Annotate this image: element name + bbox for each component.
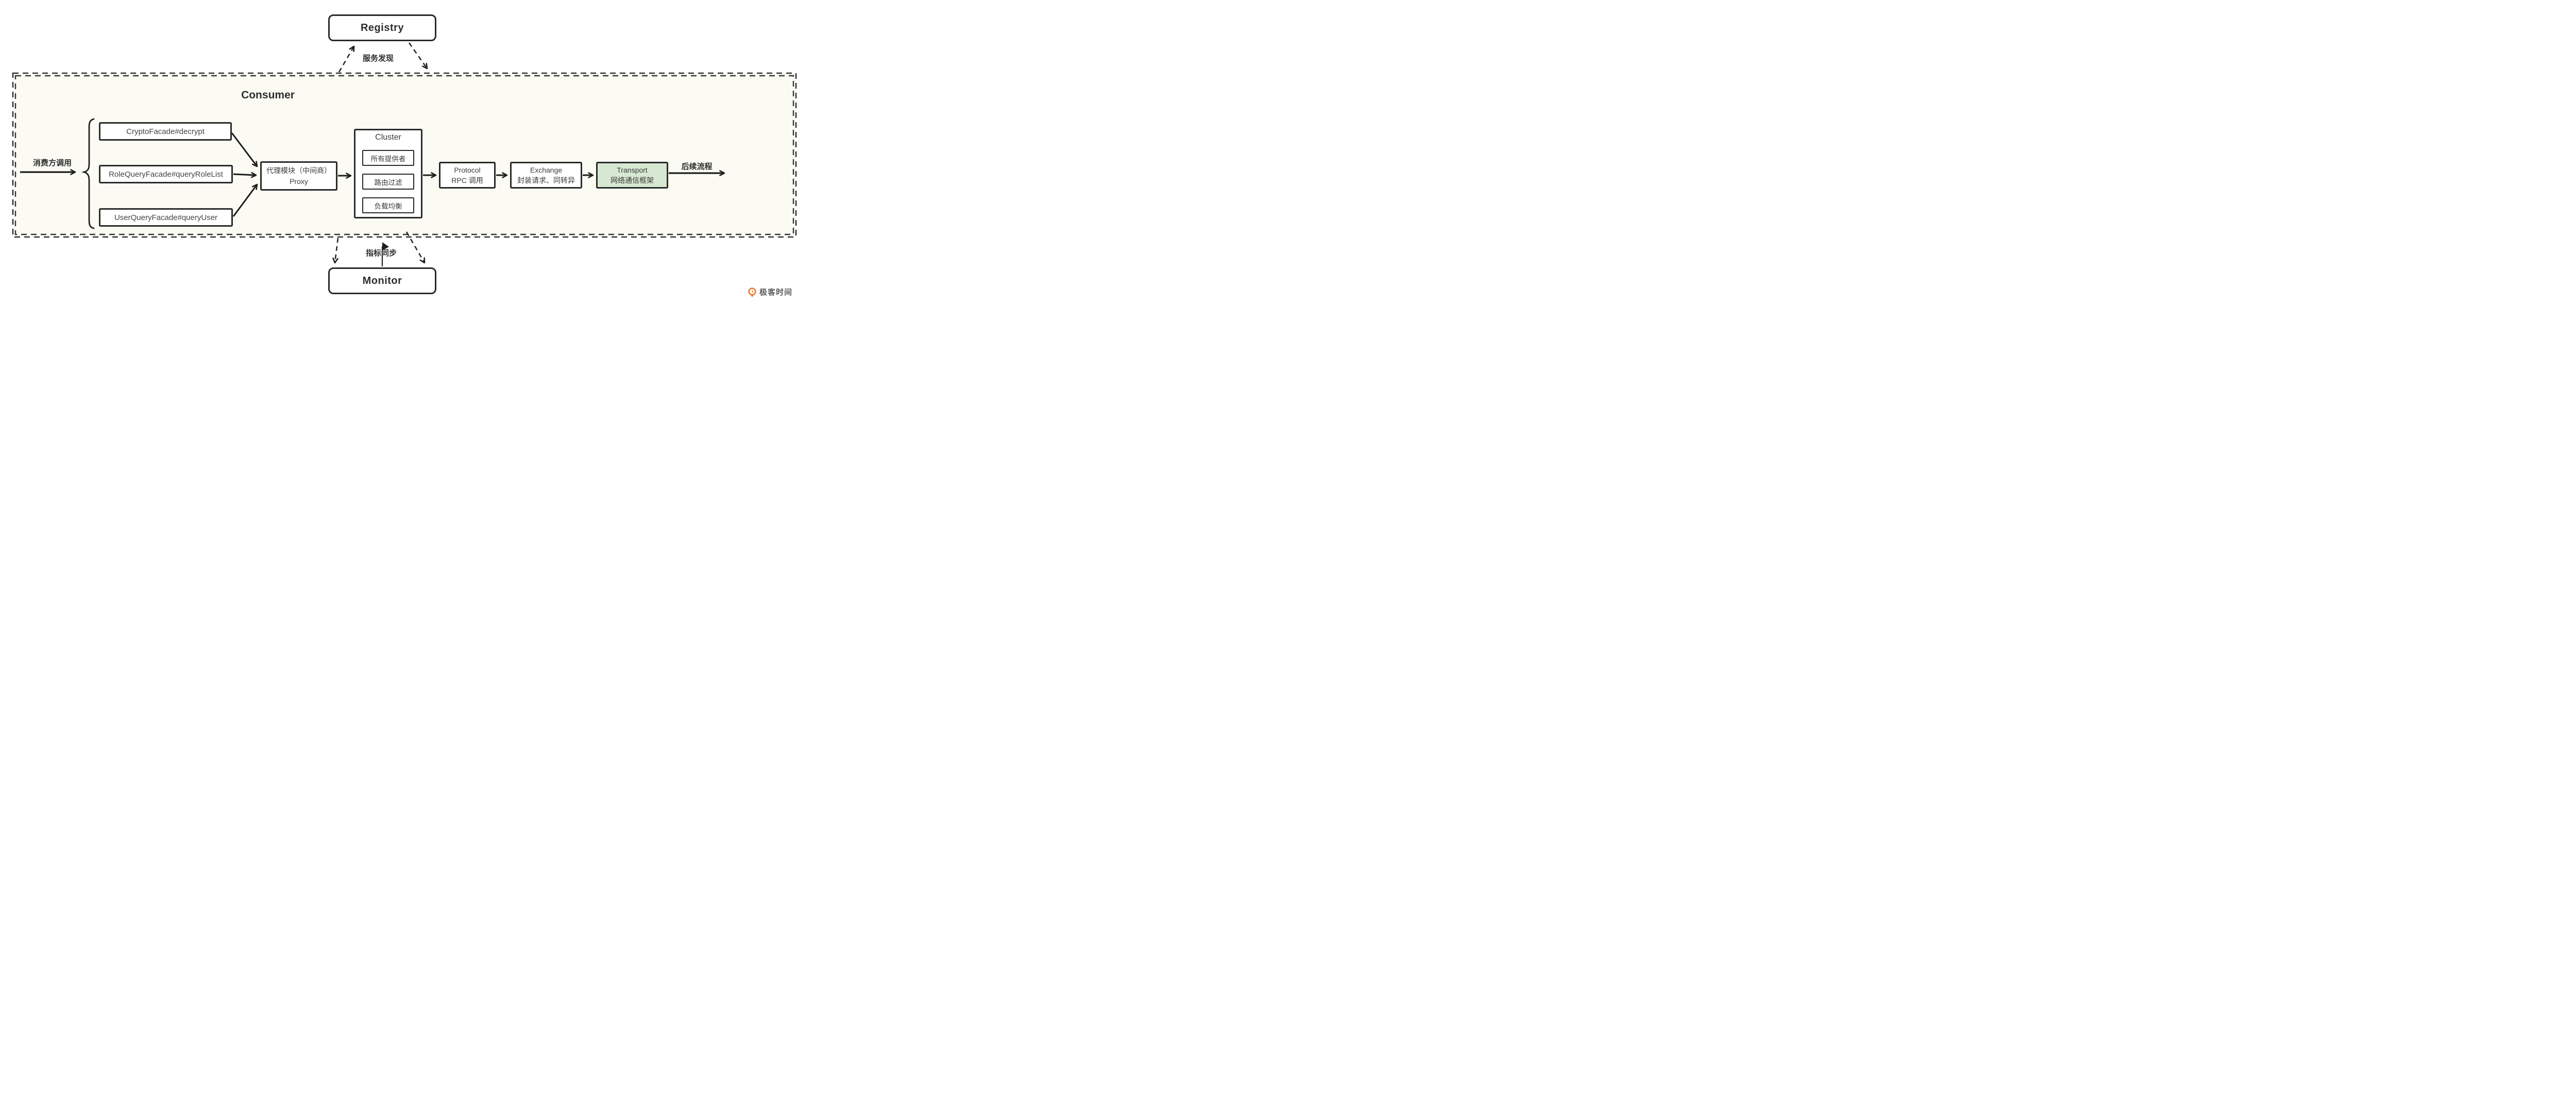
geektime-logo: 极客时间	[748, 286, 792, 297]
protocol-label-line2: RPC 调用	[451, 176, 483, 184]
exchange-node: Exchange 封装请求、同转异	[510, 162, 582, 189]
consumer-call-label: 消费方调用	[32, 159, 72, 167]
consumer-container-border-outer	[12, 72, 797, 238]
exchange-label-line2: 封装请求、同转异	[517, 176, 575, 184]
rolequery-to-proxy-connector	[233, 172, 257, 178]
cluster-step-route-filter-label: 路由过滤	[374, 178, 402, 187]
geektime-logo-text: 极客时间	[759, 288, 792, 297]
next-steps-label: 后续流程	[681, 162, 713, 171]
facade-userquery-node: UserQueryFacade#queryUser	[99, 208, 233, 227]
proxy-label-line1: 代理模块（中间商）	[266, 166, 331, 175]
facade-rolequery-node: RoleQueryFacade#queryRoleList	[99, 165, 233, 183]
proxy-node: 代理模块（中间商） Proxy	[260, 161, 337, 191]
protocol-label-line1: Protocol	[454, 165, 481, 174]
service-discovery-label: 服务发现	[362, 54, 394, 63]
userquery-to-proxy-connector	[232, 183, 258, 217]
registry-label: Registry	[360, 22, 404, 33]
metrics-sync-label: 指标同步	[365, 249, 397, 258]
facade-crypto-label: CryptoFacade#decrypt	[126, 127, 205, 136]
transport-label-line1: Transport	[617, 165, 648, 174]
cluster-title: Cluster	[375, 133, 401, 142]
cluster-step-load-balance-label: 负载均衡	[374, 202, 402, 210]
protocol-node: Protocol RPC 调用	[439, 162, 496, 189]
crypto-to-proxy-connector	[231, 132, 258, 167]
cluster-step-route-filter: 路由过滤	[362, 174, 414, 190]
monitor-node: Monitor	[328, 267, 436, 294]
monitor-label: Monitor	[362, 275, 402, 286]
consumer-label: Consumer	[241, 89, 295, 101]
registry-to-consumer-connector	[408, 42, 428, 70]
registry-node: Registry	[328, 14, 436, 41]
facade-brace	[81, 118, 95, 229]
cluster-step-load-balance: 负载均衡	[362, 197, 414, 213]
facade-userquery-label: UserQueryFacade#queryUser	[114, 213, 218, 222]
facade-rolequery-label: RoleQueryFacade#queryRoleList	[109, 170, 223, 179]
proxy-label-line2: Proxy	[290, 177, 308, 185]
consumer-container-border-inner	[14, 75, 794, 235]
transport-node: Transport 网络通信框架	[596, 162, 668, 189]
consumer-to-registry-connector	[338, 45, 355, 73]
consumer-to-monitor-left-connector	[332, 238, 339, 264]
geektime-logo-icon	[748, 287, 756, 297]
exchange-label-line1: Exchange	[530, 165, 563, 174]
cluster-step-providers: 所有提供者	[362, 150, 414, 166]
monitor-metrics-pin-flag	[382, 242, 389, 250]
cluster-step-providers-label: 所有提供者	[370, 155, 406, 163]
diagram-canvas: Registry 服务发现 Consumer 消费方调用 后续流程 指标同步 C…	[0, 0, 808, 309]
facade-crypto-node: CryptoFacade#decrypt	[99, 122, 232, 141]
consumer-to-monitor-right-connector	[405, 231, 426, 264]
transport-label-line2: 网络通信框架	[611, 176, 654, 184]
